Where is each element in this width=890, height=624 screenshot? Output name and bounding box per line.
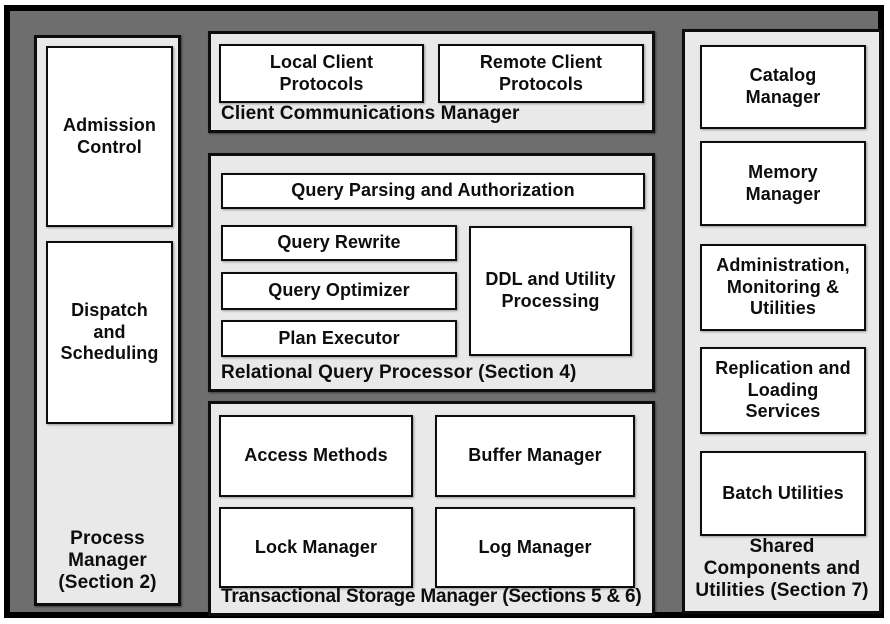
panel-shared-components-and-utilities: Catalog Manager Memory Manager Administr… bbox=[682, 29, 882, 614]
box-query-optimizer: Query Optimizer bbox=[221, 272, 457, 310]
panel-transactional-storage-manager: Access Methods Buffer Manager Lock Manag… bbox=[208, 401, 655, 616]
box-log-manager: Log Manager bbox=[435, 507, 635, 588]
panel-client-communications-manager: Local Client Protocols Remote Client Pro… bbox=[208, 31, 655, 133]
box-administration-monitoring-utilities: Administration, Monitoring & Utilities bbox=[700, 244, 866, 331]
box-memory-manager: Memory Manager bbox=[700, 141, 866, 226]
box-buffer-manager: Buffer Manager bbox=[435, 415, 635, 497]
panel-relational-query-processor: Query Parsing and Authorization Query Re… bbox=[208, 153, 655, 392]
box-replication-and-loading-services: Replication and Loading Services bbox=[700, 347, 866, 434]
box-access-methods: Access Methods bbox=[219, 415, 413, 497]
box-ddl-and-utility-processing: DDL and Utility Processing bbox=[469, 226, 632, 356]
panel-label-process-manager: Process Manager (Section 2) bbox=[58, 528, 157, 594]
panel-label-shared-components-and-utilities: Shared Components and Utilities (Section… bbox=[695, 536, 869, 602]
box-remote-client-protocols: Remote Client Protocols bbox=[438, 44, 644, 103]
panel-label-client-communications-manager: Client Communications Manager bbox=[221, 103, 520, 125]
box-lock-manager: Lock Manager bbox=[219, 507, 413, 588]
box-query-rewrite: Query Rewrite bbox=[221, 225, 457, 261]
panel-label-transactional-storage-manager: Transactional Storage Manager (Sections … bbox=[221, 586, 642, 608]
box-catalog-manager: Catalog Manager bbox=[700, 45, 866, 129]
panel-label-relational-query-processor: Relational Query Processor (Section 4) bbox=[221, 362, 577, 384]
box-dispatch-and-scheduling: Dispatch and Scheduling bbox=[46, 241, 173, 424]
box-plan-executor: Plan Executor bbox=[221, 320, 457, 357]
box-query-parsing-and-authorization: Query Parsing and Authorization bbox=[221, 173, 645, 209]
diagram-frame: Admission Control Dispatch and Schedulin… bbox=[4, 5, 884, 618]
box-admission-control: Admission Control bbox=[46, 46, 173, 227]
panel-process-manager: Admission Control Dispatch and Schedulin… bbox=[34, 35, 181, 606]
box-local-client-protocols: Local Client Protocols bbox=[219, 44, 424, 103]
box-batch-utilities: Batch Utilities bbox=[700, 451, 866, 536]
